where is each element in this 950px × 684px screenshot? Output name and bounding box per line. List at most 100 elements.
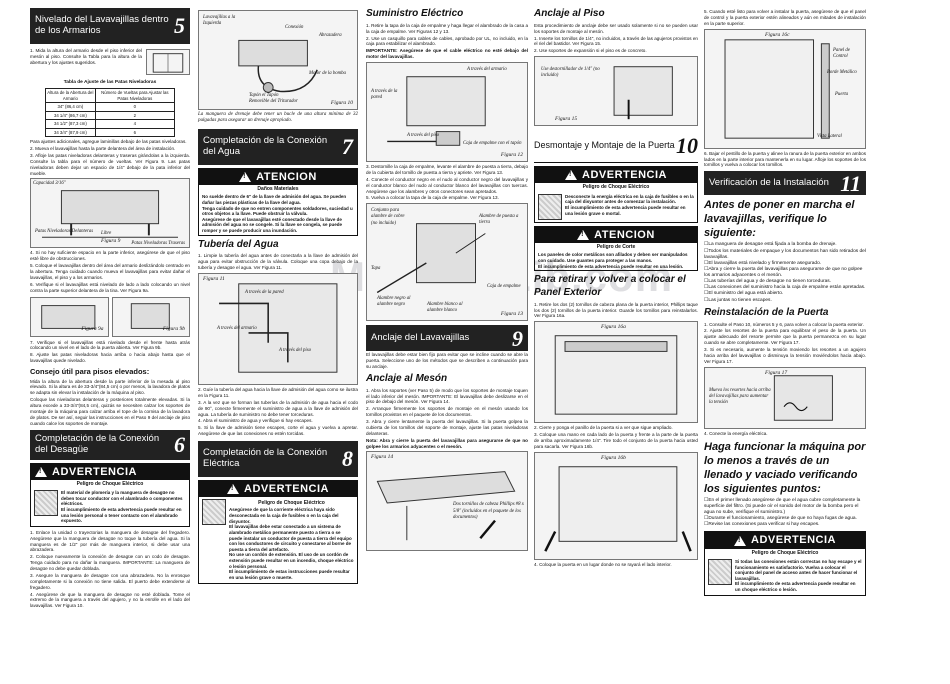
warning-triangle-icon (565, 170, 578, 181)
step-text: 2. Use un casquillo para cables de cable… (366, 35, 528, 47)
step-text: 3. Abra y cierre lentamente la puerta de… (366, 419, 528, 436)
table-cell: 34" (86,4 cm) (45, 102, 96, 112)
table-row: 34 1/4" (86,7 cm)2 (45, 110, 176, 121)
warning-text-wrap: El material de plomería y la manguera de… (61, 490, 186, 524)
warning-body: El material de plomería y la manguera de… (31, 488, 189, 526)
fig12-caption: Caja de empalme con el tapón (463, 141, 522, 147)
attention-box: ATENCION Daños Materiales No suelde dent… (198, 167, 358, 236)
warning-label: ADVERTENCIA (582, 169, 667, 182)
warning-title: Peligro de Choque Eléctrico (258, 500, 325, 507)
section-8-number: 8 (342, 446, 353, 472)
consejo-heading: Consejo útil para pisos elevados: (30, 367, 150, 376)
warning-box: ADVERTENCIA Peligro de Choque Eléctrico … (198, 480, 358, 584)
tuberia-heading: Tubería del Agua (198, 238, 279, 250)
warning-text-wrap: Peligro de Choque Eléctrico Asegúrese de… (229, 499, 354, 580)
fig16c-caption: Borde Metálico (827, 69, 857, 75)
warning-body: Peligro de Choque Eléctrico Asegúrese de… (199, 497, 357, 582)
figure-16a-label: Figura 16a (601, 324, 626, 331)
step-text: 1. Abra los soportes (ver Paso 5) de mod… (366, 387, 528, 405)
important-text: IMPORTANTE: Asegúrese de que el cable el… (366, 48, 528, 60)
figure-12-label: Figura 12 (500, 152, 523, 159)
intro-row: 1. Mida la altura del armario desde el p… (30, 47, 190, 77)
piso-intro: Esta procedimiento de anclaje debe ser u… (534, 22, 698, 34)
warning-box: ADVERTENCIA Peligro de Choque Eléctrico … (704, 531, 866, 596)
column-2: Lavavajillas a la Izquierda Conexión Abr… (198, 8, 358, 674)
step-text: 3. Coloque una mano en cada lado de la p… (534, 432, 698, 449)
section-11-header: Verificación de la Instalación 11 (704, 171, 866, 196)
figure-11-label: Figura 11 (203, 276, 225, 283)
warning-triangle-icon (577, 229, 590, 240)
step-text: 2. Ajuste los resortes de la puerta para… (704, 328, 866, 346)
warning-text: El incumplimiento de estas instrucciones… (229, 569, 350, 580)
section-10-header: Desmontaje y Montaje de la Puerta 10 (534, 130, 698, 164)
table-cell: 2 (94, 110, 176, 121)
checklist-item: Durante el funcionamiento, asegúrese de … (704, 516, 866, 522)
section-5-number: 5 (174, 13, 185, 39)
section-5-header: Nivelado del Lavavajillas dentro de los … (30, 8, 190, 44)
figure-10: Lavavajillas a la Izquierda Conexión Abr… (198, 10, 358, 110)
checklist-item: Abra y cierre la puerta del lavavajillas… (704, 267, 866, 279)
figure-9: Capacidad 3/16" Patas Niveladoras Delant… (30, 178, 190, 249)
table-row: 34" (86,4 cm)0 (45, 102, 176, 112)
warning-text: El material de plomería y la manguera de… (61, 490, 183, 507)
step-text: 1. Consulte el Paso 10, números 5 y 6, p… (704, 321, 864, 327)
table-cell: 4 (94, 119, 176, 129)
warning-text: El lavavajillas debe estar conectado a u… (229, 524, 352, 552)
warning-title: Peligro de Choque Eléctrico (582, 184, 650, 191)
checklist: En el primer llenado asegúrese de que el… (704, 498, 866, 529)
attention-text: Asegúrese de que el lavavajillas esté co… (202, 216, 343, 233)
warning-label: ADVERTENCIA (244, 483, 329, 496)
warning-box: ADVERTENCIA Peligro de Choque Eléctrico … (534, 166, 698, 223)
measure-figure (146, 49, 190, 75)
warning-title: Peligro de Choque Eléctrico (76, 480, 144, 487)
step-text: 4. Coloque la puerta en un lugar donde n… (534, 561, 672, 567)
warning-text-wrap: Si todas las conexiones están correctas … (735, 559, 862, 593)
warning-band: ADVERTENCIA (705, 532, 865, 549)
para-text: Para ajustes adicionales, agregue lamini… (30, 139, 187, 145)
fig15-caption: Use destornillador de 1/4" (no incluido) (541, 67, 600, 79)
checklist-item: En el primer llenado asegúrese de que el… (704, 498, 866, 516)
section-9-title: Anclaje del Lavavajillas (371, 331, 470, 343)
warning-text-wrap: Desconecte la energía eléctrica en la ca… (565, 194, 694, 220)
attention-text-wrap: No suelde dentro de 6" de la llave de ad… (199, 193, 357, 234)
table-header: Altura de la Abertura del Armario (45, 88, 96, 104)
step-text: 4. Conecte el conductor negro en el nudo… (366, 176, 528, 194)
checklist-item: Todos los materiales de empaque y los do… (704, 249, 866, 261)
checklist: La manguera de desagüe está fijada a la … (704, 242, 866, 303)
figure-10-label: Figura 10 (330, 99, 353, 106)
fig16c-caption: Panel de Control (833, 47, 850, 59)
step-text: 5. Cuando esté listo para volver a insta… (704, 9, 866, 26)
step-text: 2. Guíe la tubería del agua hacia la lla… (198, 387, 358, 398)
figure-9b-label: Figura 9b (162, 326, 185, 333)
fig9-caption: Libre (101, 231, 112, 237)
checklist-item: El suministro del agua está abierto. (704, 291, 866, 297)
fig10-note: La manguera de drenaje debe tener un buc… (198, 112, 358, 124)
step-text: 4. Asegúrese de que la manguera de desag… (30, 591, 190, 609)
figure-9a-label: Figura 9a (81, 326, 104, 333)
fig13-caption: Tapa (371, 266, 381, 272)
fig10-caption: Motor de la bomba (309, 71, 346, 76)
warning-body: Desconecte la energía eléctrica en la ca… (535, 192, 697, 222)
step-text: 6. Bajar el pestillo de la puerta y alin… (704, 150, 866, 168)
section-9-header: Anclaje del Lavavajillas 9 (366, 325, 528, 352)
warning-title: Peligro de Choque Eléctrico (751, 549, 819, 556)
checklist-item: La manguera de desagüe está fijada a la … (704, 242, 866, 248)
step-text: 5. Si la llave de admisión tiene escapes… (198, 425, 358, 437)
section-5-title: Nivelado del Lavavajillas dentro de los … (35, 14, 169, 36)
attention-title: Peligro de Corte (596, 243, 636, 250)
table-cell: 0 (94, 102, 176, 112)
fig10-caption: Tapón el Tapón Removible del Triturador (249, 93, 298, 105)
section-10-title: Desmontaje y Montaje de la Puerta (534, 140, 675, 151)
figure-14: Figura 14 Dos tornillos de cabeza Philli… (366, 451, 528, 552)
consejo-text: Mida la altura de la abertura desde la p… (30, 378, 190, 396)
fig12-caption: A través del armario (467, 67, 507, 73)
step-text: 5. Coloque el lavavajillas dentro del ár… (30, 263, 190, 280)
section-9-number: 9 (512, 325, 523, 351)
piso-heading: Anclaje al Piso (534, 8, 605, 19)
figure-16b: Figura 16b (534, 451, 698, 560)
fig17-caption: Mueva los resortes hacia arriba del lava… (709, 387, 771, 405)
hacer-heading: Haga funcionar la máquina por lo menos a… (704, 440, 866, 495)
step-text: 1. Enlace la unidad o trayectorias la ma… (30, 529, 190, 553)
step-text: 2. Arranque firmemente los soportes de m… (366, 406, 528, 418)
